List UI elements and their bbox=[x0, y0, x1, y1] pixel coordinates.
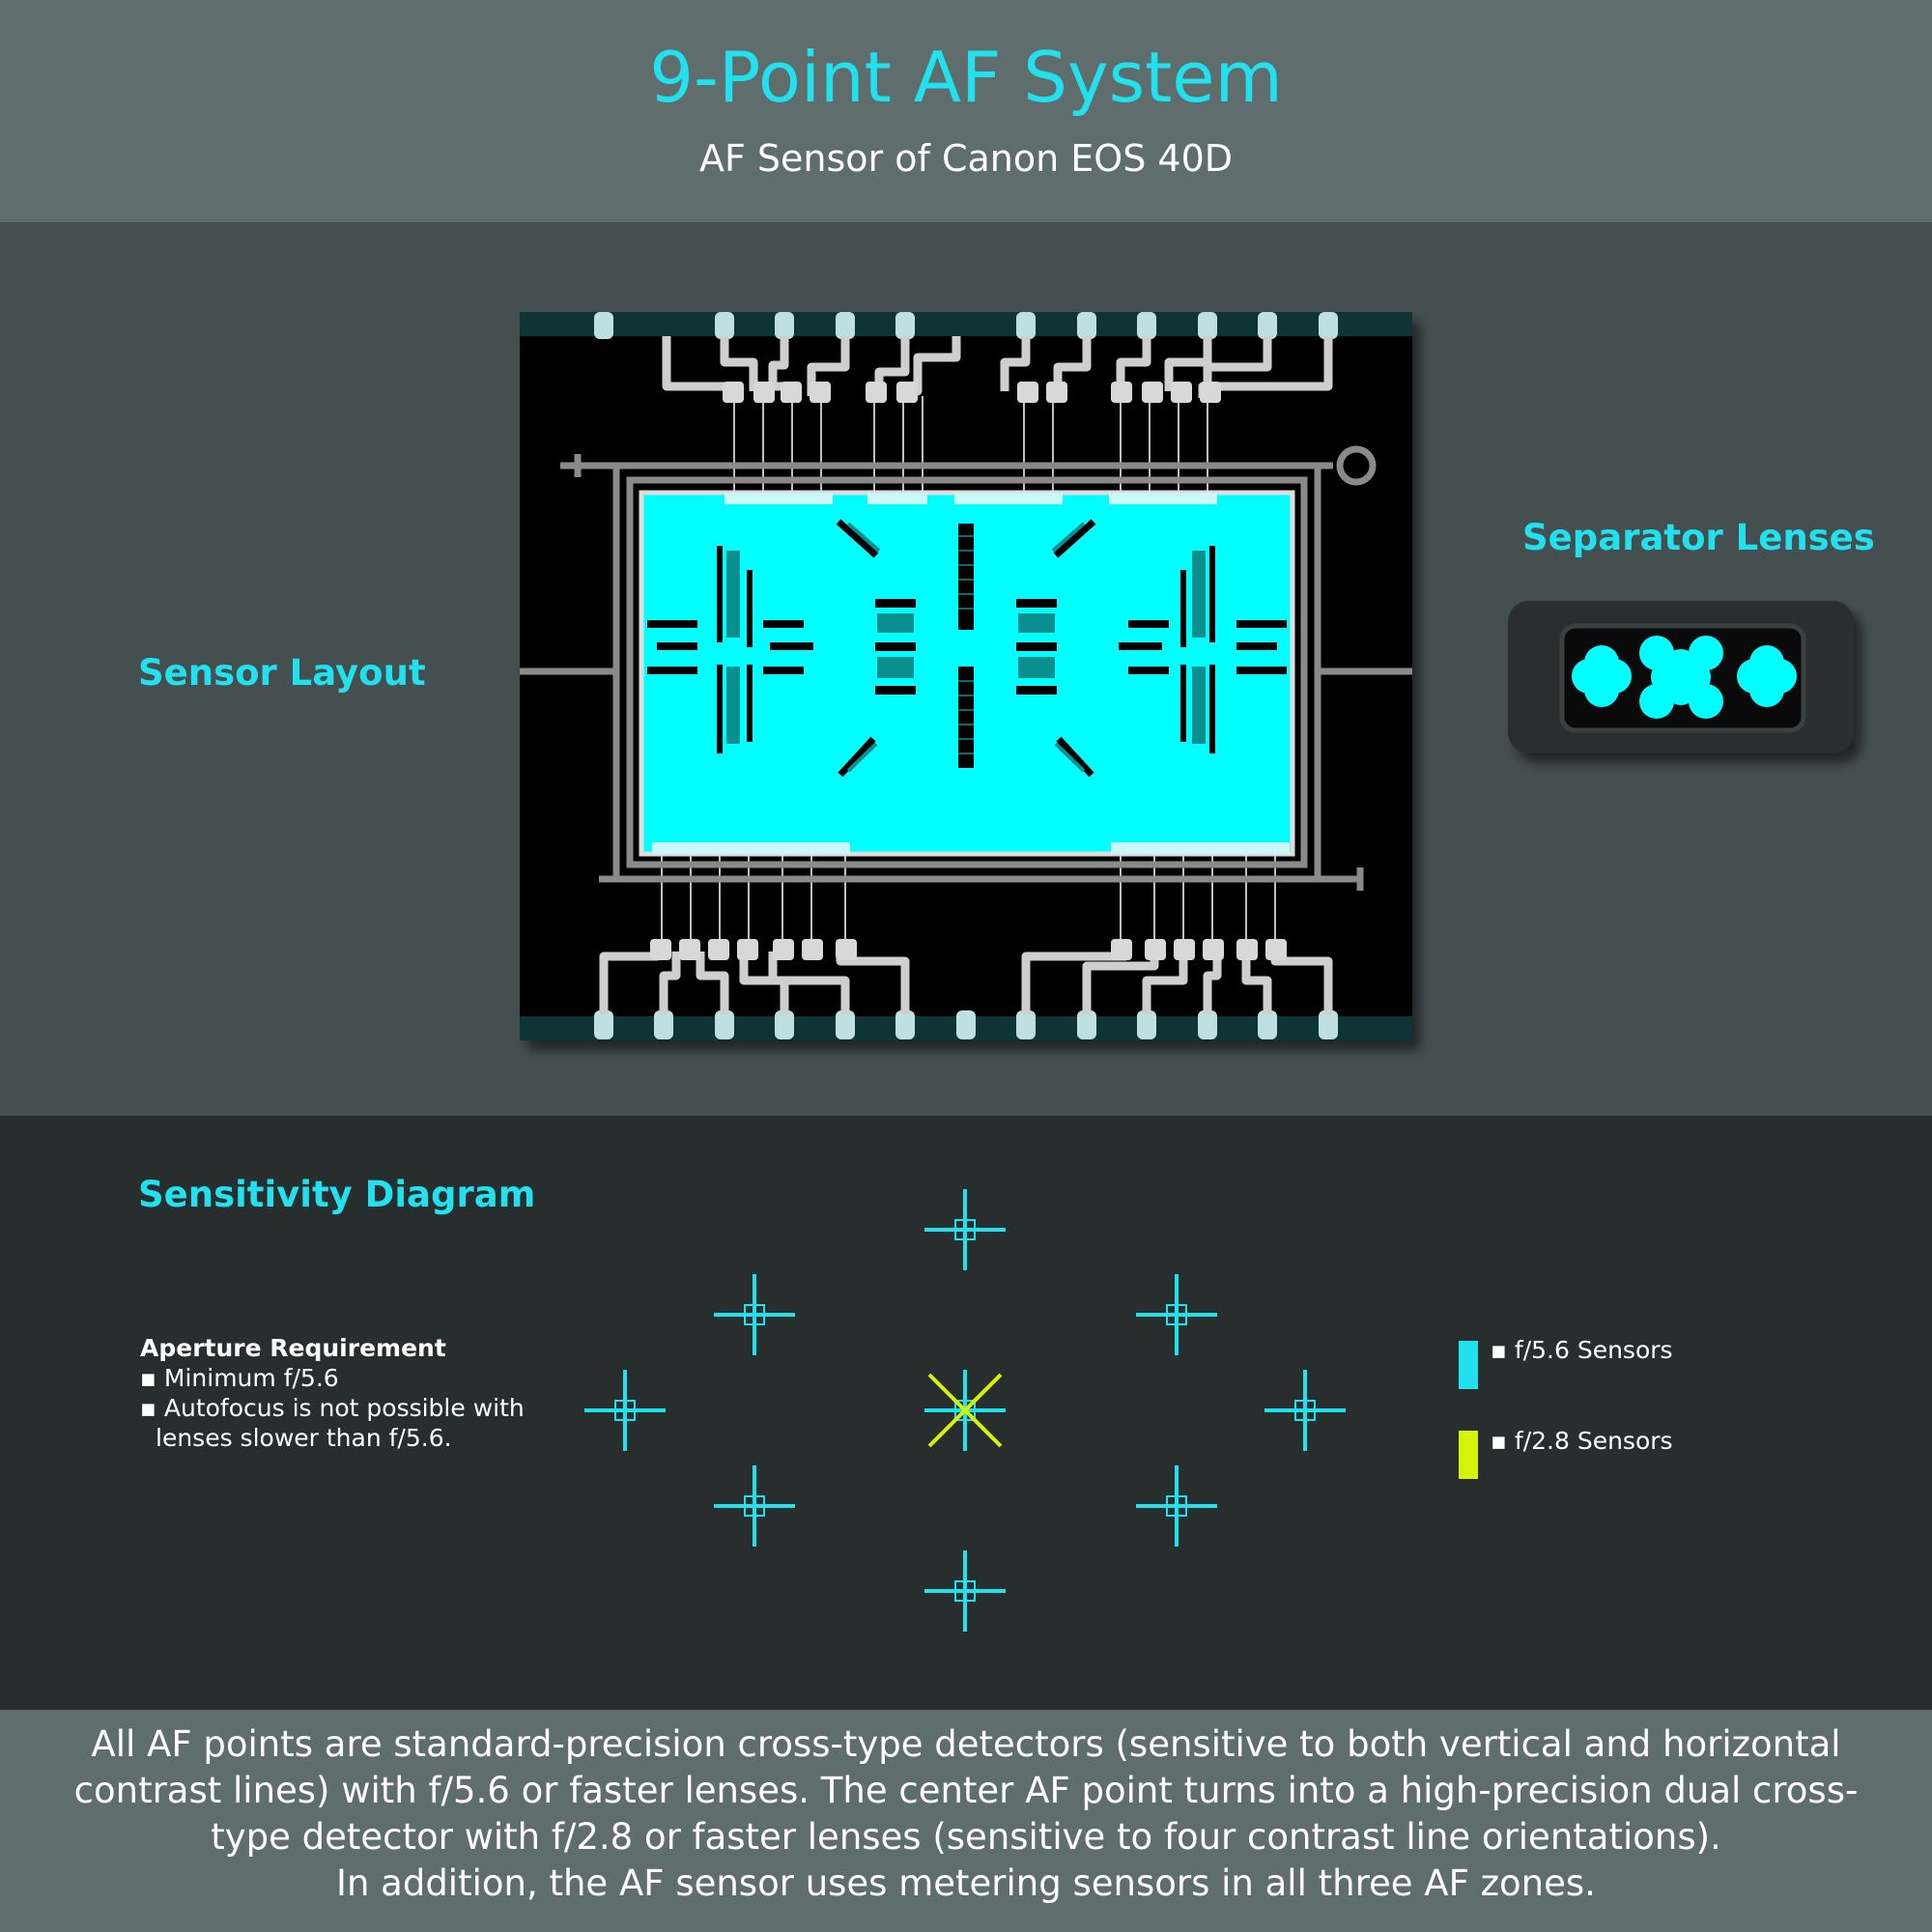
page-title: 9-Point AF System bbox=[649, 37, 1283, 118]
aperture-requirement: Aperture Requirement ▪ Minimum f/5.6 ▪ A… bbox=[140, 1333, 525, 1453]
sensitivity-diagram-label: Sensitivity Diagram bbox=[138, 1174, 536, 1215]
aperture-heading: Aperture Requirement bbox=[140, 1334, 446, 1362]
footer-line-4: In addition, the AF sensor uses metering… bbox=[336, 1862, 1596, 1904]
aperture-line-1: ▪ Minimum f/5.6 bbox=[140, 1364, 339, 1392]
legend-swatch-f28 bbox=[1459, 1431, 1478, 1479]
footer-band bbox=[0, 1710, 1932, 1932]
footer-line-1: All AF points are standard-precision cro… bbox=[91, 1723, 1841, 1765]
footer-line-3: type detector with f/2.8 or faster lense… bbox=[211, 1816, 1721, 1858]
footer-description: All AF points are standard-precision cro… bbox=[39, 1721, 1893, 1907]
legend-label-f28: ▪ f/2.8 Sensors bbox=[1491, 1427, 1673, 1455]
footer-line-2: contrast lines) with f/5.6 or faster len… bbox=[73, 1770, 1859, 1811]
legend-swatch-f56 bbox=[1459, 1341, 1478, 1389]
aperture-line-3: lenses slower than f/5.6. bbox=[156, 1424, 452, 1452]
sensor-layout-label: Sensor Layout bbox=[138, 652, 426, 694]
separator-lenses-label: Separator Lenses bbox=[1522, 517, 1875, 558]
aperture-line-2: ▪ Autofocus is not possible with bbox=[140, 1394, 525, 1422]
legend-label-f56: ▪ f/5.6 Sensors bbox=[1491, 1336, 1673, 1364]
page-subtitle: AF Sensor of Canon EOS 40D bbox=[698, 137, 1234, 180]
header-band bbox=[0, 0, 1932, 222]
